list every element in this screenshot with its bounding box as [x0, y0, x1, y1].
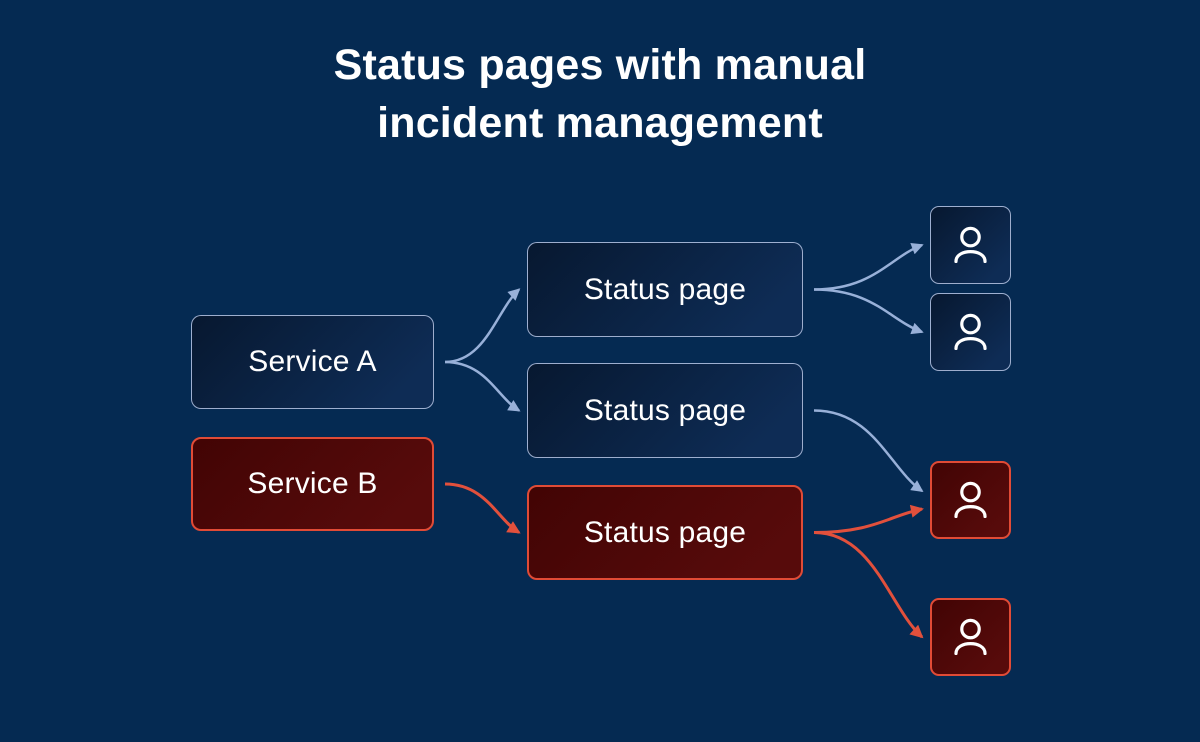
user-icon: [954, 226, 987, 263]
diagram-title: Status pages with manual incident manage…: [0, 36, 1200, 153]
user-icon: [954, 313, 987, 350]
node-status-page-3: Status page: [527, 485, 803, 580]
connector-arrow-status-page-1-to-subscriber-2: [813, 288, 924, 335]
node-subscriber-3: [930, 461, 1011, 539]
node-label: Status page: [583, 515, 747, 549]
connector-arrow-status-page-3-to-subscriber-3: [813, 504, 924, 534]
node-service-a: Service A: [191, 315, 434, 409]
node-label: Service A: [248, 345, 377, 378]
connector-arrow-status-page-1-to-subscriber-1: [813, 243, 924, 291]
node-status-page-1: Status page: [527, 242, 803, 337]
node-label: Status page: [583, 393, 747, 427]
node-subscriber-1: [930, 206, 1011, 284]
connector-arrow-service-a-to-status-page-2: [444, 360, 521, 412]
node-status-page-2: Status page: [527, 363, 803, 458]
node-subscriber-2: [930, 293, 1011, 371]
diagram-title-line2: incident management: [377, 99, 823, 148]
node-service-b: Service B: [191, 437, 434, 531]
diagram-title-line1: Status pages with manual: [333, 41, 867, 89]
connector-arrow-service-a-to-status-page-1: [444, 288, 521, 364]
connector-arrow-service-b-to-status-page-3: [444, 482, 521, 534]
connector-arrow-status-page-2-to-subscriber-3: [813, 409, 924, 493]
node-subscriber-4: [930, 598, 1011, 676]
node-label: Status page: [583, 272, 747, 306]
user-icon: [954, 481, 987, 518]
connector-arrow-status-page-3-to-subscriber-4: [813, 531, 924, 639]
user-icon: [954, 618, 987, 655]
node-label: Service B: [247, 467, 378, 500]
